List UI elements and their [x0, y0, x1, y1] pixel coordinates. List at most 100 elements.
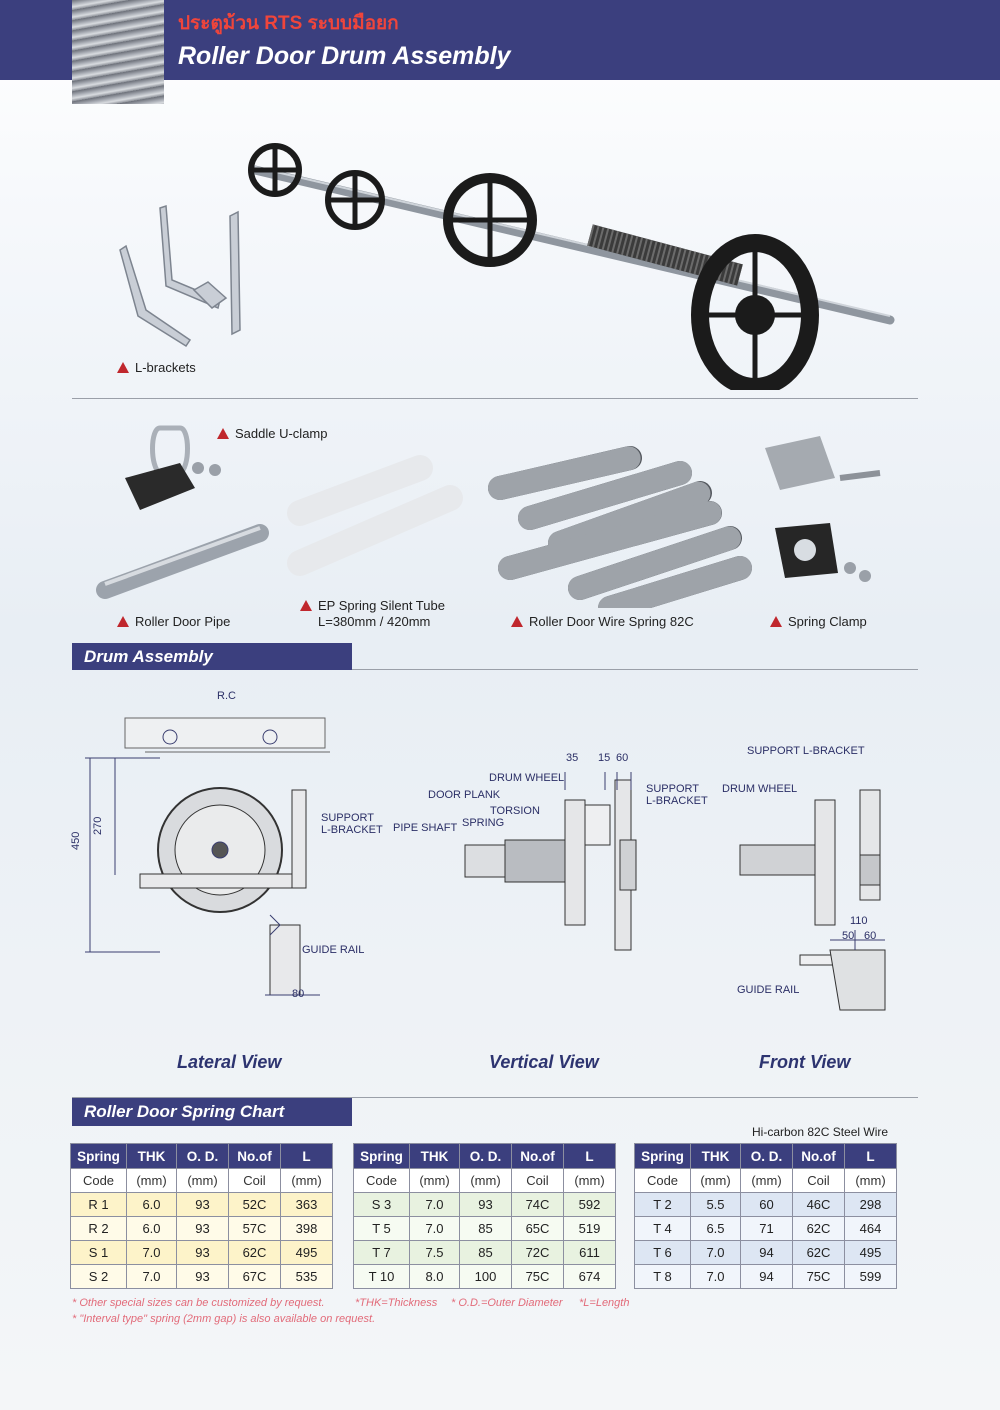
header-thk: THK — [690, 1143, 741, 1169]
cell: 7.0 — [690, 1264, 741, 1289]
wire-spring-label: Roller Door Wire Spring 82C — [529, 614, 694, 629]
triangle-marker-icon — [300, 600, 312, 611]
cell: 7.5 — [409, 1240, 460, 1265]
cell: 62C — [228, 1240, 281, 1265]
header-od: O. D. — [740, 1143, 793, 1169]
table-unit-row: Code (mm) (mm) Coil (mm) — [70, 1168, 333, 1193]
header-l: L — [280, 1143, 333, 1169]
cell: 8.0 — [409, 1264, 460, 1289]
cell: 46C — [792, 1192, 845, 1217]
unit-cell: Coil — [511, 1168, 564, 1193]
cell: T 4 — [634, 1216, 691, 1241]
cell: 6.0 — [126, 1192, 177, 1217]
cell: 100 — [459, 1264, 512, 1289]
section-drum-assembly: Drum Assembly — [72, 643, 352, 670]
cell: 7.0 — [409, 1192, 460, 1217]
label-l-bracket-v: L-BRACKET — [646, 795, 708, 807]
cell: 611 — [563, 1240, 616, 1265]
cell: 7.0 — [126, 1264, 177, 1289]
cell: 298 — [844, 1192, 897, 1217]
cell: 85 — [459, 1216, 512, 1241]
label-pipe-shaft: PIPE SHAFT — [393, 822, 458, 834]
header-no-of: No.of — [228, 1143, 281, 1169]
cell: 74C — [511, 1192, 564, 1217]
cell: 363 — [280, 1192, 333, 1217]
cell: 52C — [228, 1192, 281, 1217]
header-no-of: No.of — [511, 1143, 564, 1169]
spring-table-1-wrap: Spring THK O. D. No.of L Code (mm) (mm) … — [70, 1143, 333, 1289]
cell: 65C — [511, 1216, 564, 1241]
cell: 599 — [844, 1264, 897, 1289]
spring-table-3-wrap: Spring THK O. D. No.of L Code (mm) (mm) … — [634, 1143, 897, 1289]
dim-60: 60 — [616, 752, 629, 764]
cell: 6.0 — [126, 1216, 177, 1241]
pipe-label: Roller Door Pipe — [135, 614, 231, 629]
cell: 495 — [280, 1240, 333, 1265]
cell: 398 — [280, 1216, 333, 1241]
cell: T 6 — [634, 1240, 691, 1265]
triangle-marker-icon — [117, 616, 129, 627]
label-drum-wheel-f: DRUM WHEEL — [722, 783, 798, 795]
dim-110: 110 — [850, 915, 868, 927]
lateral-view-drawing — [85, 717, 330, 996]
note-od: * O.D.=Outer Diameter — [451, 1297, 563, 1309]
roller-shutter-image — [72, 0, 164, 104]
dim-50: 50 — [842, 930, 855, 942]
header-spring: Spring — [70, 1143, 127, 1169]
cell: 94 — [740, 1240, 793, 1265]
header-thk: THK — [126, 1143, 177, 1169]
page-title: Roller Door Drum Assembly — [178, 42, 511, 70]
caption-saddle-clamp: Saddle U-clamp — [217, 426, 328, 441]
label-drum-wheel: DRUM WHEEL — [489, 772, 565, 784]
l-brackets-label: L-brackets — [135, 360, 196, 375]
label-support: SUPPORT — [321, 812, 374, 824]
cell: 93 — [176, 1192, 229, 1217]
cell: 75C — [511, 1264, 564, 1289]
label-guide-rail-f: GUIDE RAIL — [737, 984, 800, 996]
components-photos — [96, 425, 881, 608]
divider — [72, 398, 918, 399]
dim-60-f: 60 — [864, 930, 877, 942]
unit-cell: (mm) — [126, 1168, 177, 1193]
unit-cell: (mm) — [563, 1168, 616, 1193]
cell: 464 — [844, 1216, 897, 1241]
spring-table-1: Spring THK O. D. No.of L Code (mm) (mm) … — [70, 1143, 333, 1289]
title-thai: ประตูม้วน RTS ระบบมือยก — [178, 13, 399, 34]
cell: S 1 — [70, 1240, 127, 1265]
cell: S 3 — [353, 1192, 410, 1217]
cell: T 8 — [634, 1264, 691, 1289]
silent-tube-size: L=380mm / 420mm — [318, 614, 431, 629]
section-spring-chart: Roller Door Spring Chart — [72, 1098, 352, 1126]
label-rc: R.C — [217, 690, 236, 702]
spring-table-3: Spring THK O. D. No.of L Code (mm) (mm) … — [634, 1143, 897, 1289]
cell: 71 — [740, 1216, 793, 1241]
dim-270: 270 — [92, 816, 104, 835]
cell: 93 — [459, 1192, 512, 1217]
unit-cell: (mm) — [409, 1168, 460, 1193]
label-support-l-bracket-f: SUPPORT L-BRACKET — [747, 745, 865, 757]
cell: 674 — [563, 1264, 616, 1289]
triangle-marker-icon — [511, 616, 523, 627]
cell: T 2 — [634, 1192, 691, 1217]
wire-note: Hi-carbon 82C Steel Wire — [752, 1125, 889, 1139]
unit-cell: Coil — [228, 1168, 281, 1193]
cell: T 5 — [353, 1216, 410, 1241]
cell: 495 — [844, 1240, 897, 1265]
lateral-view-title: Lateral View — [177, 1052, 282, 1072]
cell: 85 — [459, 1240, 512, 1265]
note-thk: *THK=Thickness — [355, 1297, 438, 1309]
cell: T 10 — [353, 1264, 410, 1289]
cell: 94 — [740, 1264, 793, 1289]
header-spring: Spring — [634, 1143, 691, 1169]
cell: 67C — [228, 1264, 281, 1289]
caption-pipe: Roller Door Pipe — [117, 614, 230, 629]
header-thk: THK — [409, 1143, 460, 1169]
silent-tube-label: EP Spring Silent Tube — [318, 598, 445, 613]
